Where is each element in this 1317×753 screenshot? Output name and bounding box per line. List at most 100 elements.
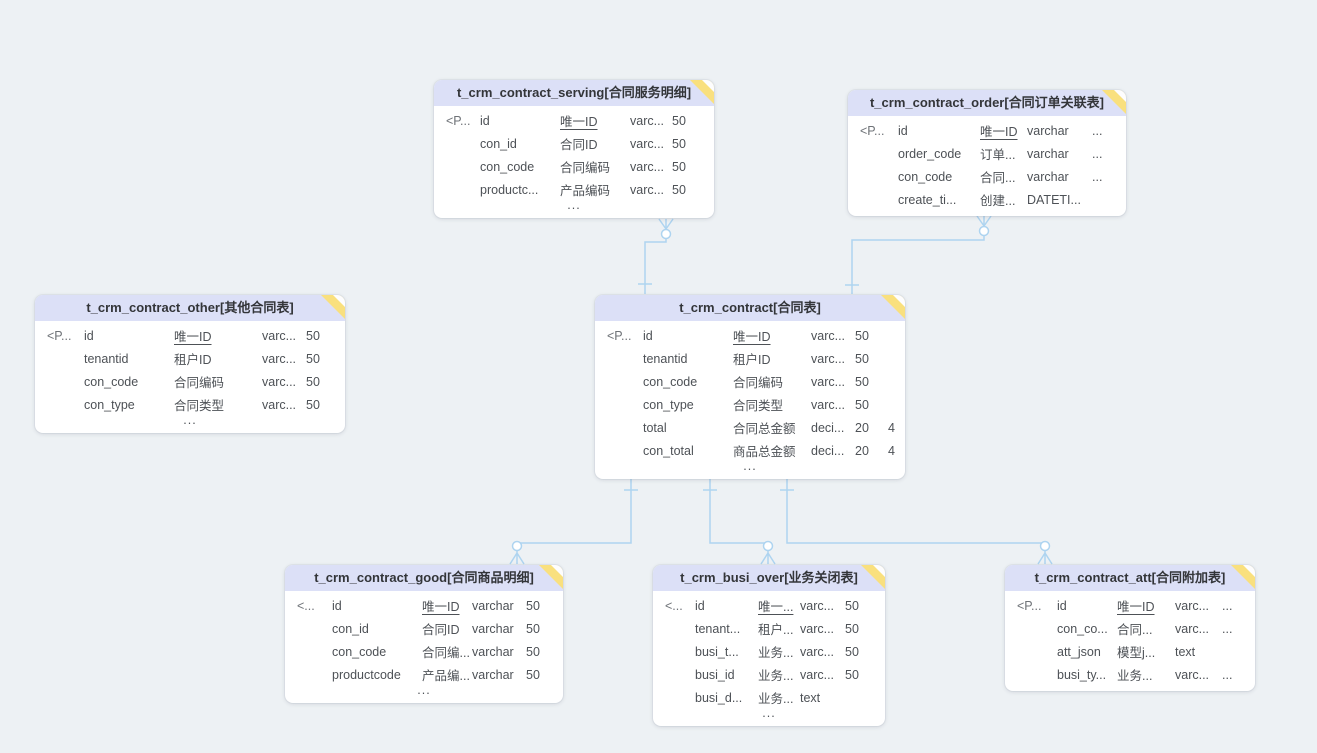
more-columns-ellipsis: ...	[567, 198, 581, 212]
column-comment: 唯一ID	[422, 600, 460, 614]
column-length: ...	[1222, 598, 1233, 613]
table-row[interactable]: tenant...租户...varc...50	[653, 617, 885, 640]
connector-contract-good[interactable]	[509, 477, 638, 565]
column-type: varchar	[1027, 169, 1069, 184]
table-header: t_crm_contract_other[其他合同表]	[35, 295, 345, 321]
column-name: tenantid	[84, 351, 129, 366]
column-type: varchar	[472, 667, 514, 682]
note-fold-icon	[321, 295, 345, 319]
column-name: id	[84, 328, 94, 343]
column-comment: 模型j...	[1117, 646, 1156, 660]
column-comment: 唯一ID	[560, 115, 598, 129]
column-type: varc...	[811, 328, 846, 343]
column-type: varc...	[1175, 621, 1210, 636]
column-length: ...	[1092, 123, 1103, 138]
column-type: varchar	[472, 644, 514, 659]
table-row[interactable]: create_ti...创建...DATETI...	[848, 188, 1126, 211]
column-comment: 商品总金额	[733, 445, 796, 459]
column-comment: 合同编码	[560, 161, 611, 175]
table-row[interactable]: busi_t...业务...varc...50	[653, 640, 885, 663]
column-type: varc...	[262, 374, 297, 389]
column-type: varc...	[800, 598, 835, 613]
column-comment: 合同ID	[422, 623, 460, 637]
pk-marker: <P...	[607, 328, 632, 343]
table-header: t_crm_contract_serving[合同服务明细]	[434, 80, 714, 106]
connector-contract-busi-over[interactable]	[703, 477, 776, 565]
column-length: 50	[845, 598, 859, 613]
column-comment: 订单...	[980, 148, 1016, 162]
column-comment: 业务...	[758, 646, 794, 660]
table-row[interactable]: busi_ty...业务...varc......	[1005, 663, 1255, 686]
column-length: 50	[845, 667, 859, 682]
column-type: varc...	[811, 351, 846, 366]
connector-contract-order[interactable]	[845, 215, 992, 294]
connector-contract-serving[interactable]	[638, 218, 674, 294]
column-type: varc...	[1175, 667, 1210, 682]
column-name: productc...	[480, 182, 539, 197]
column-comment: 合同类型	[733, 399, 784, 413]
table-row[interactable]: con_co...合同...varc......	[1005, 617, 1255, 640]
column-comment: 合同类型	[174, 399, 225, 413]
table-header: t_crm_contract_order[合同订单关联表]	[848, 90, 1126, 116]
column-scale: 4	[888, 420, 895, 435]
column-comment: 唯一ID	[733, 330, 771, 344]
column-name: id	[1057, 598, 1067, 613]
column-length: 50	[855, 328, 869, 343]
column-type: deci...	[811, 420, 845, 435]
column-name: tenant...	[695, 621, 741, 636]
note-fold-icon	[539, 565, 563, 589]
column-comment: 唯一ID	[980, 125, 1018, 139]
more-columns-ellipsis: ...	[762, 706, 776, 720]
column-type: varc...	[811, 397, 846, 412]
column-name: busi_t...	[695, 644, 739, 659]
column-length: ...	[1222, 621, 1233, 636]
connector-contract-att[interactable]	[780, 477, 1053, 565]
table-header: t_crm_contract_att[合同附加表]	[1005, 565, 1255, 591]
column-comment: 合同总金额	[733, 422, 796, 436]
column-name: total	[643, 420, 667, 435]
table-title: t_crm_contract[合同表]	[679, 300, 821, 315]
column-length: ...	[1092, 146, 1103, 161]
table-row[interactable]: busi_d...业务...text	[653, 686, 885, 709]
column-name: con_type	[643, 397, 694, 412]
column-comment: 租户ID	[174, 353, 212, 367]
column-length: 50	[672, 136, 686, 151]
more-columns-ellipsis: ...	[183, 413, 197, 427]
